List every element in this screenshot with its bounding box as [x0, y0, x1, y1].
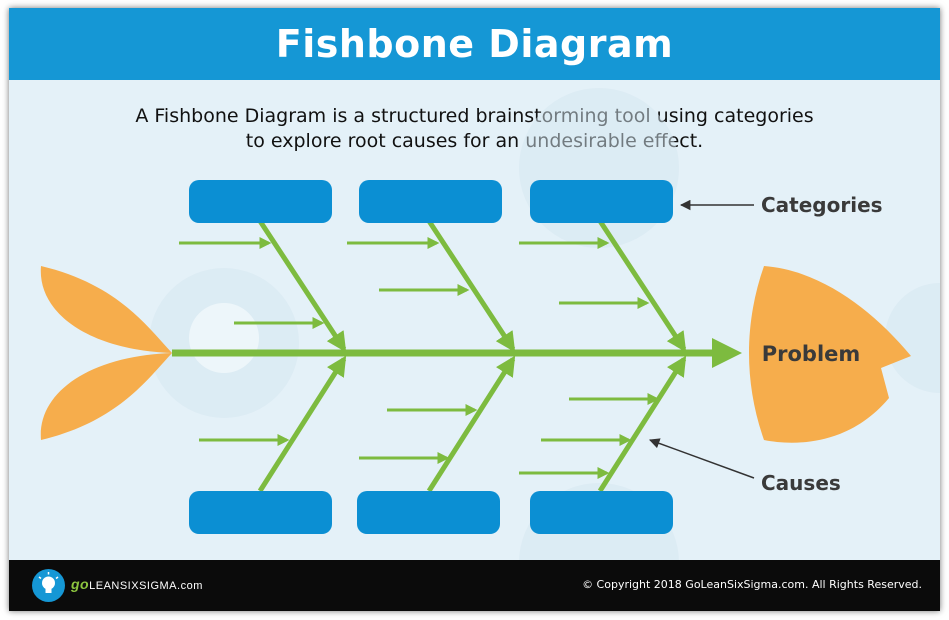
brand-logo[interactable]: goLEANSIXSIGMA.com [71, 576, 203, 592]
logo-wordmark: LEANSIXSIGMA.com [89, 580, 203, 592]
bone-lower-1 [257, 355, 347, 493]
category-box-top-1 [189, 180, 332, 223]
bulb-watermark-icon [189, 303, 259, 373]
fish-head [749, 266, 911, 443]
bulb-watermark-circle-4 [885, 283, 940, 393]
header-bar: Fishbone Diagram [9, 8, 940, 80]
footer-bar: goLEANSIXSIGMA.com © Copyright 2018 GoLe… [9, 560, 940, 611]
categories-callout: Categories [761, 193, 883, 217]
category-box-bottom-3 [530, 491, 673, 534]
causes-callout: Causes [761, 471, 841, 495]
bone-lower-3 [597, 355, 687, 493]
fish-tail-upper [40, 266, 172, 353]
category-box-top-3 [530, 180, 673, 223]
infographic-frame: Fishbone Diagram A Fishbone Diagram is a… [9, 8, 940, 611]
fish-tail-lower [40, 353, 172, 440]
category-box-bottom-1 [189, 491, 332, 534]
copyright-text: © Copyright 2018 GoLeanSixSigma.com. All… [582, 578, 922, 591]
spine-arrowhead [712, 338, 742, 368]
bulb-watermark-circle [149, 268, 299, 418]
bone-upper-3 [597, 219, 687, 353]
problem-label: Problem [762, 342, 861, 366]
fishbone-diagram: Problem Categ [40, 88, 940, 560]
bone-upper-1 [257, 219, 347, 353]
category-box-top-2 [359, 180, 502, 223]
causes-pointer [649, 438, 755, 479]
lightbulb-logo-icon [32, 569, 65, 602]
logo-go: go [71, 576, 90, 592]
bone-upper-2 [426, 219, 516, 353]
bone-lower-2 [426, 355, 516, 493]
page-title: Fishbone Diagram [275, 22, 674, 66]
category-box-bottom-2 [357, 491, 500, 534]
